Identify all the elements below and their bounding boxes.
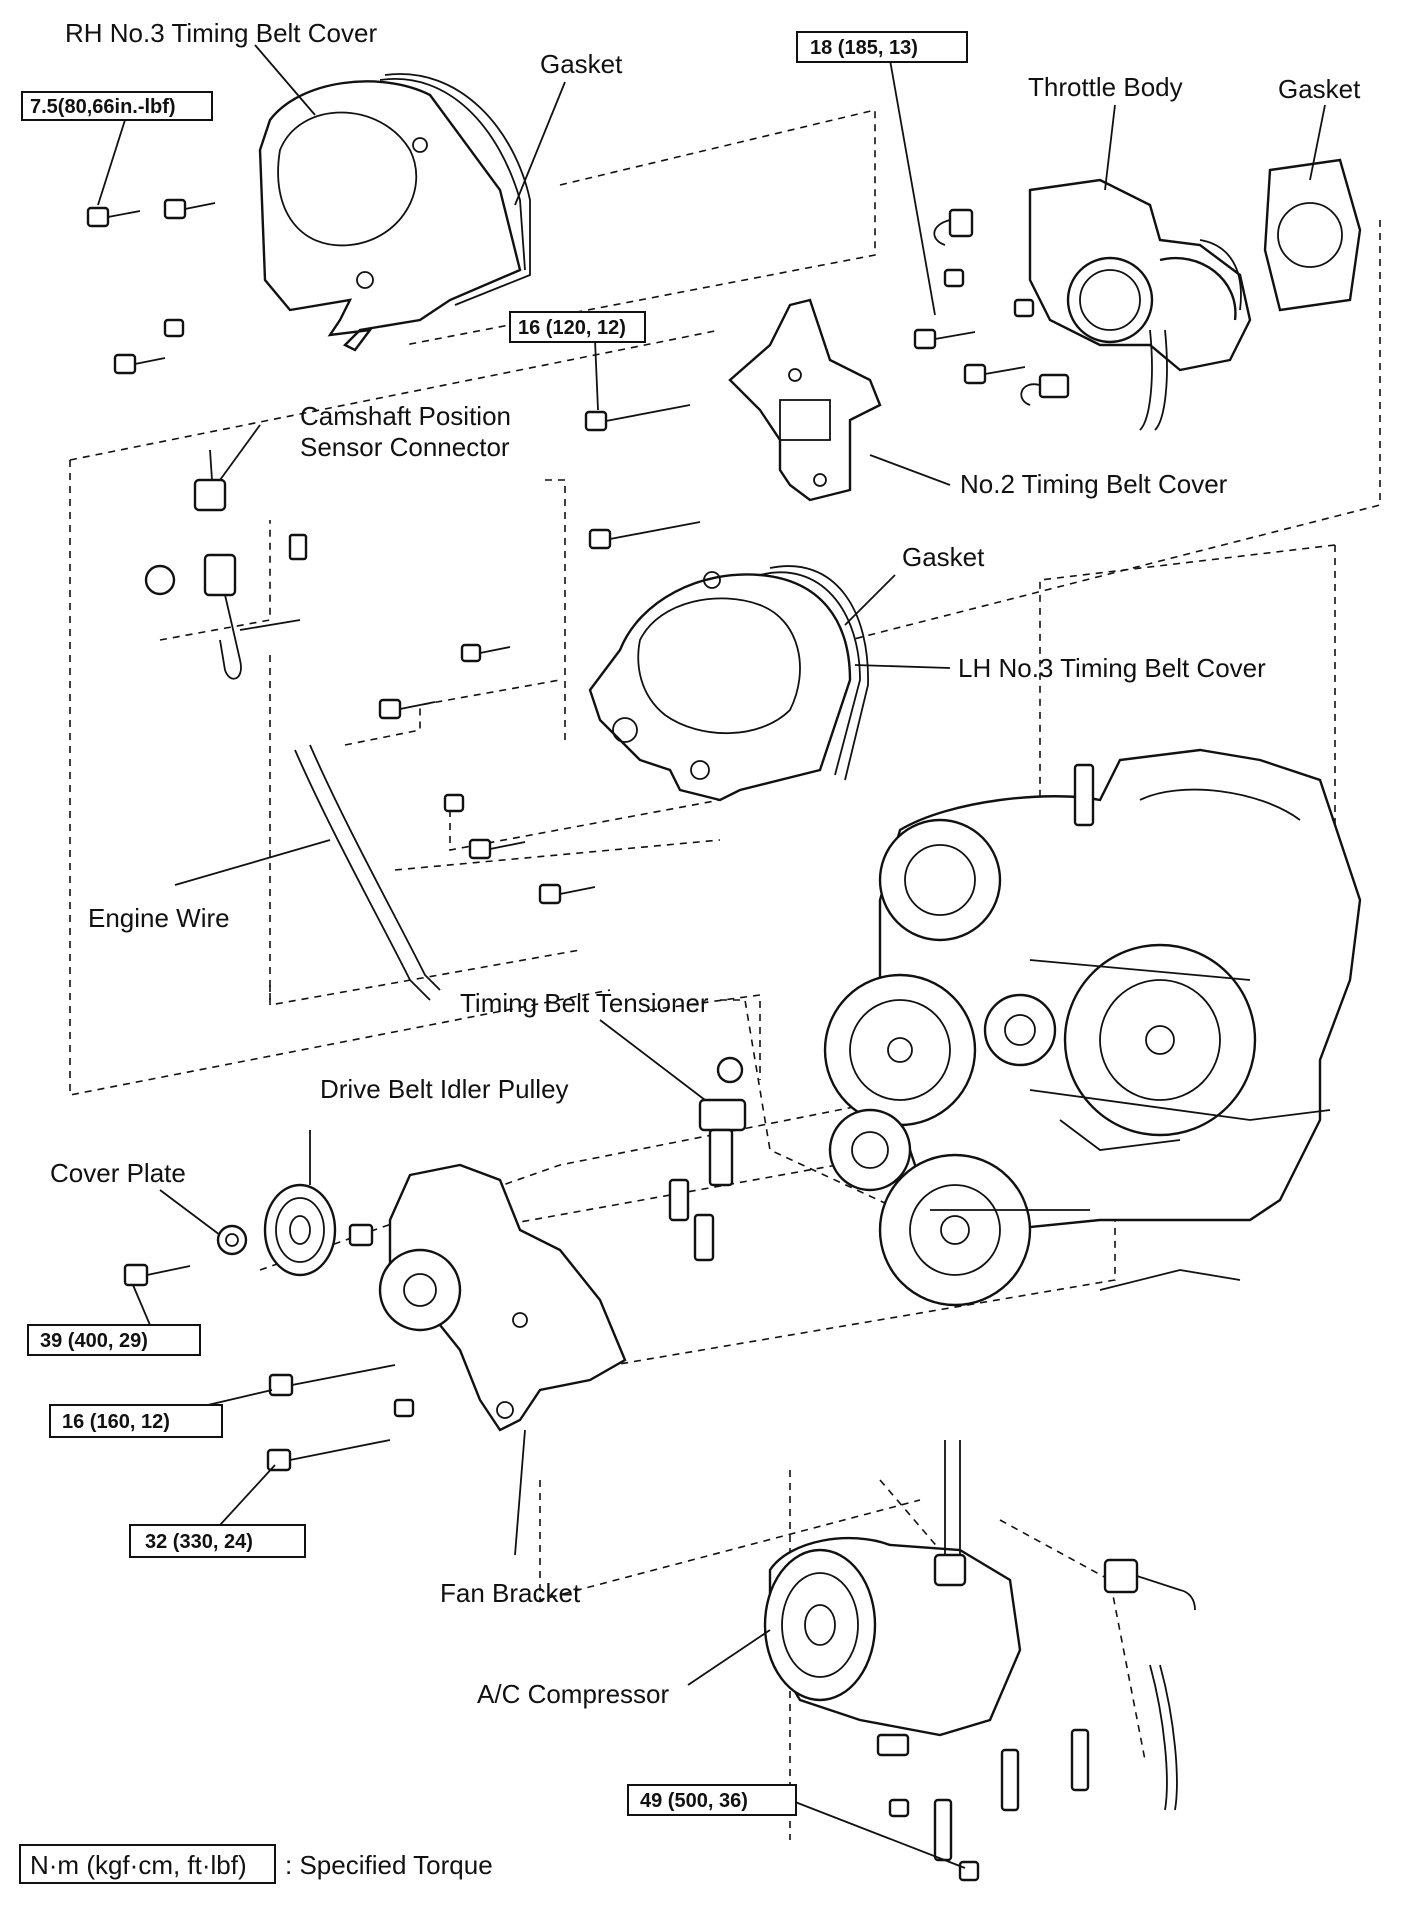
- no2-cover-bolts: [584, 404, 701, 550]
- svg-text:39 (400, 29): 39 (400, 29): [40, 1330, 148, 1352]
- drive-belt-idler-pulley: [263, 1183, 374, 1277]
- label-cam-sensor-2: Sensor Connector: [300, 432, 510, 462]
- lh-no3-timing-belt-cover: [588, 571, 861, 802]
- svg-text:16 (160, 12): 16 (160, 12): [62, 1411, 170, 1433]
- part-labels: RH No.3 Timing Belt Cover Gasket Throttl…: [50, 18, 1361, 1709]
- label-gasket-top: Gasket: [540, 49, 623, 79]
- svg-text:7.5(80,66in.-lbf): 7.5(80,66in.-lbf): [30, 96, 176, 118]
- svg-text:49 (500, 36): 49 (500, 36): [640, 1790, 748, 1812]
- torque-box-ac: 49 (500, 36): [627, 1784, 797, 1816]
- label-cam-sensor-1: Camshaft Position: [300, 401, 511, 431]
- label-gasket-mid: Gasket: [902, 542, 985, 572]
- torque-box-rh-cover: 7.5(80,66in.-lbf): [21, 91, 213, 121]
- torque-box-idler: 39 (400, 29): [27, 1324, 201, 1356]
- svg-text:32 (330, 24): 32 (330, 24): [145, 1531, 253, 1553]
- rh-cover-gasket: [384, 73, 531, 306]
- throttle-body-bolts: [913, 268, 1035, 385]
- fan-bracket: [378, 1163, 627, 1432]
- torque-legend: N·m (kgf·cm, ft·lbf) : Specified Torque: [19, 1844, 493, 1884]
- svg-text:18 (185, 13): 18 (185, 13): [810, 37, 918, 59]
- label-gasket-throttle: Gasket: [1278, 74, 1361, 104]
- label-ac-compressor: A/C Compressor: [477, 1679, 669, 1709]
- legend-unit: N·m (kgf·cm, ft·lbf): [30, 1850, 247, 1880]
- throttle-body: [933, 178, 1252, 431]
- label-idler-pulley: Drive Belt Idler Pulley: [320, 1074, 569, 1104]
- label-engine-wire: Engine Wire: [88, 903, 230, 933]
- torque-box-bracket-b: 32 (330, 24): [129, 1524, 306, 1558]
- legend-meaning: : Specified Torque: [285, 1850, 493, 1880]
- label-cover-plate: Cover Plate: [50, 1158, 186, 1188]
- lh-cover-gasket: [769, 565, 869, 781]
- throttle-body-gasket: [1263, 158, 1362, 312]
- rh-cover-bolts: [86, 198, 216, 375]
- engine-assembly: [823, 748, 1362, 1307]
- label-lh-no3-cover: LH No.3 Timing Belt Cover: [958, 653, 1266, 683]
- label-no2-cover: No.2 Timing Belt Cover: [960, 469, 1228, 499]
- cover-plate: [216, 1224, 248, 1256]
- label-tensioner: Timing Belt Tensioner: [460, 988, 709, 1018]
- label-rh-no3-cover: RH No.3 Timing Belt Cover: [65, 18, 377, 48]
- camshaft-position-sensor-connector: [144, 449, 308, 680]
- label-throttle-body: Throttle Body: [1028, 72, 1183, 102]
- rh-no3-timing-belt-cover: [258, 78, 526, 352]
- timing-belt-tensioner: [668, 1056, 747, 1262]
- no2-timing-belt-cover: [728, 298, 882, 502]
- torque-box-bracket-a: 16 (160, 12): [49, 1404, 223, 1438]
- torque-box-throttle: 18 (185, 13): [796, 31, 968, 63]
- engine-wire: [294, 744, 441, 1001]
- lh-cover-bolts: [378, 643, 596, 905]
- torque-box-no2-cover: 16 (120, 12): [509, 311, 646, 343]
- ac-compressor-bolts: [888, 1728, 1090, 1882]
- svg-text:16 (120, 12): 16 (120, 12): [518, 317, 626, 339]
- fan-bracket-bolts: [266, 1364, 415, 1472]
- ac-compressor: [763, 1440, 1196, 1811]
- label-fan-bracket: Fan Bracket: [440, 1578, 581, 1608]
- idler-pulley-bolt: [123, 1263, 191, 1287]
- torque-specs: 7.5(80,66in.-lbf) 18 (185, 13) 16 (120, …: [21, 31, 968, 1816]
